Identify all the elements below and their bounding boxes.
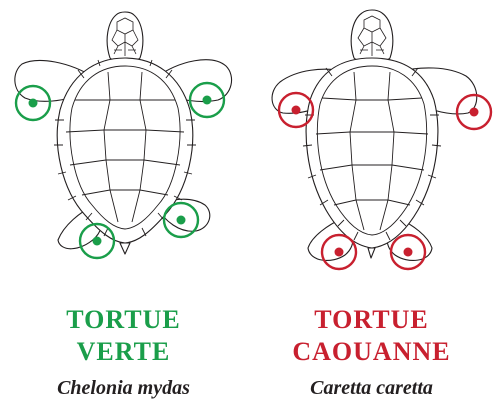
green-turtle-scientific-name: Chelonia mydas	[0, 376, 247, 400]
loggerhead-turtle-name-line2: CAOUANNE	[248, 337, 495, 367]
tail	[368, 248, 375, 258]
loggerhead-turtle-scientific-name: Caretta caretta	[248, 376, 495, 400]
loggerhead-turtle-name-line1: TORTUE	[248, 305, 495, 335]
tail	[120, 243, 130, 254]
green-turtle-illustration	[0, 0, 247, 290]
green-turtle-name-line1: TORTUE	[0, 305, 247, 335]
green-turtle-panel: TORTUE VERTE Chelonia mydas	[0, 0, 247, 406]
loggerhead-turtle-panel: TORTUE CAOUANNE Caretta caretta	[248, 0, 495, 406]
loggerhead-turtle-illustration	[248, 0, 495, 290]
carapace	[306, 58, 438, 248]
green-turtle-name-line2: VERTE	[0, 337, 247, 367]
